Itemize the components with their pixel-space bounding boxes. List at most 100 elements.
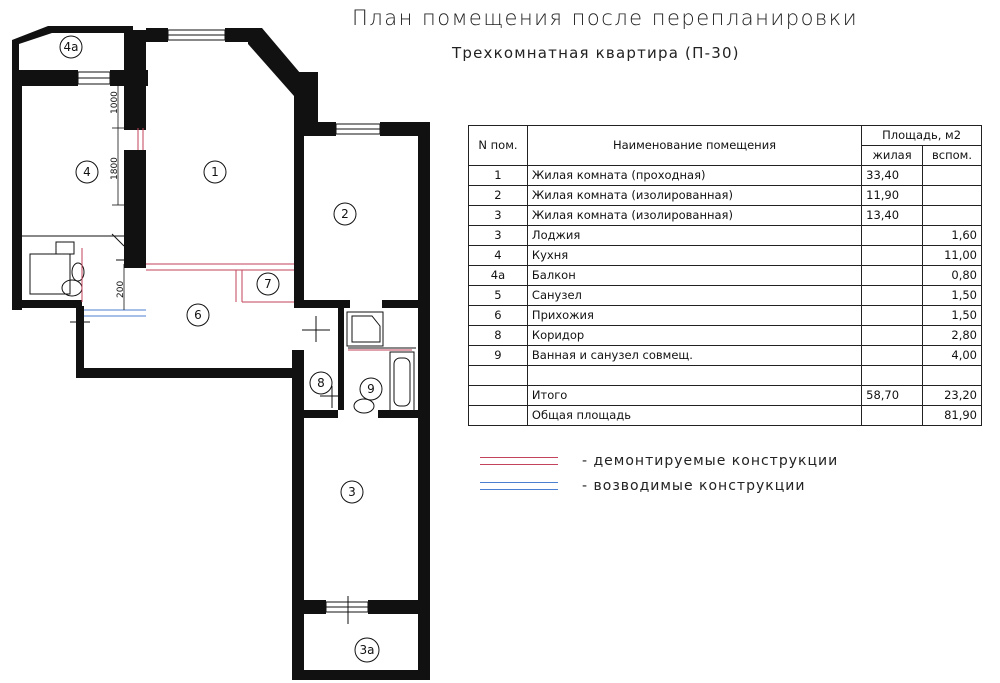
- room-label-1: 1: [211, 165, 219, 179]
- row-name: Коридор: [526, 325, 863, 346]
- row-living: [861, 225, 924, 246]
- dimension-1000: 1000: [110, 91, 120, 114]
- row-name: Санузел: [526, 285, 863, 306]
- room-label-7: 7: [264, 277, 272, 291]
- row-name: [526, 365, 863, 386]
- total-num: [468, 385, 528, 406]
- exterior-walls: [12, 26, 430, 680]
- row-num: 4а: [468, 265, 528, 286]
- row-aux: [922, 185, 982, 206]
- room-label-3: 3: [348, 485, 356, 499]
- erected-lines: [84, 309, 146, 317]
- legend-erected-label: - возводимые конструкции: [582, 478, 806, 494]
- dimension-1800: 1800: [110, 157, 120, 180]
- interior-lines: [22, 233, 416, 624]
- row-aux: 4,00: [922, 345, 982, 366]
- room-label-2: 2: [341, 207, 349, 221]
- row-aux: 0,80: [922, 265, 982, 286]
- row-living: 11,90: [861, 185, 924, 206]
- area-table: N пом. Наименование помещения Площадь, м…: [468, 125, 982, 426]
- row-living: [861, 345, 924, 366]
- row-aux: 1,50: [922, 305, 982, 326]
- row-aux: 1,50: [922, 285, 982, 306]
- row-aux: [922, 365, 982, 386]
- header-area: Площадь, м2: [861, 125, 982, 146]
- row-aux: 1,60: [922, 225, 982, 246]
- room-label-9: 9: [367, 382, 375, 396]
- dimension-200: 200: [116, 281, 126, 298]
- row-living: [861, 245, 924, 266]
- table-grand-total-row: Общая площадь 81,90: [468, 405, 982, 426]
- row-num: 8: [468, 325, 528, 346]
- row-aux: [922, 205, 982, 226]
- room-label-3a: 3а: [360, 643, 375, 657]
- row-num: 4: [468, 245, 528, 266]
- row-num: 6: [468, 305, 528, 326]
- demolished-lines: [81, 128, 412, 351]
- header-num: N пом.: [468, 125, 528, 166]
- grand-total-value: 81,90: [922, 405, 982, 426]
- row-name: Жилая комната (изолированная): [526, 205, 863, 226]
- total-label: Итого: [526, 385, 863, 406]
- header-living: жилая: [861, 145, 924, 166]
- row-living: [861, 305, 924, 326]
- table-row-empty: [468, 365, 982, 386]
- page-subtitle: Трехкомнатная квартира (П-30): [452, 44, 740, 62]
- row-living: [861, 365, 924, 386]
- legend-demolished-label: - демонтируемые конструкции: [582, 453, 839, 469]
- row-num: 1: [468, 165, 528, 186]
- row-name: Прихожия: [526, 305, 863, 326]
- dimension-lines: [112, 86, 125, 310]
- header-aux: вспом.: [922, 145, 982, 166]
- room-label-8: 8: [317, 376, 325, 390]
- floor-plan-drawing: 1000 1800 200 4а 4 1 2 7 6 8 9 3 3а: [12, 26, 430, 680]
- row-aux: 11,00: [922, 245, 982, 266]
- table-header-row: N пом. Наименование помещения Площадь, м…: [468, 125, 982, 166]
- row-living: [861, 325, 924, 346]
- total-aux: 23,20: [922, 385, 982, 406]
- row-num: [468, 365, 528, 386]
- grand-total-num: [468, 405, 528, 426]
- header-name: Наименование помещения: [526, 125, 863, 166]
- row-living: [861, 265, 924, 286]
- row-living: [861, 285, 924, 306]
- row-num: 5: [468, 285, 528, 306]
- row-living: 13,40: [861, 205, 924, 226]
- row-name: Балкон: [526, 265, 863, 286]
- grand-total-living: [861, 405, 924, 426]
- row-num: 2: [468, 185, 528, 206]
- row-living: 33,40: [861, 165, 924, 186]
- row-name: Лоджия: [526, 225, 863, 246]
- row-aux: 2,80: [922, 325, 982, 346]
- row-name: Жилая комната (проходная): [526, 165, 863, 186]
- legend-demolished-swatch: [480, 457, 558, 465]
- legend-erected-swatch: [480, 482, 558, 490]
- row-name: Кухня: [526, 245, 863, 266]
- grand-total-label: Общая площадь: [526, 405, 863, 426]
- room-label-4a: 4а: [64, 40, 79, 54]
- row-name: Жилая комната (изолированная): [526, 185, 863, 206]
- room-label-6: 6: [194, 308, 202, 322]
- row-aux: [922, 165, 982, 186]
- row-num: 3: [468, 205, 528, 226]
- room-markers: [59, 35, 383, 663]
- row-name: Ванная и санузел совмещ.: [526, 345, 863, 366]
- room-label-4: 4: [83, 165, 91, 179]
- page-title: План помещения после перепланировки: [352, 6, 859, 30]
- windows: [77, 29, 381, 613]
- row-num: 9: [468, 345, 528, 366]
- total-living: 58,70: [861, 385, 924, 406]
- row-num: 3: [468, 225, 528, 246]
